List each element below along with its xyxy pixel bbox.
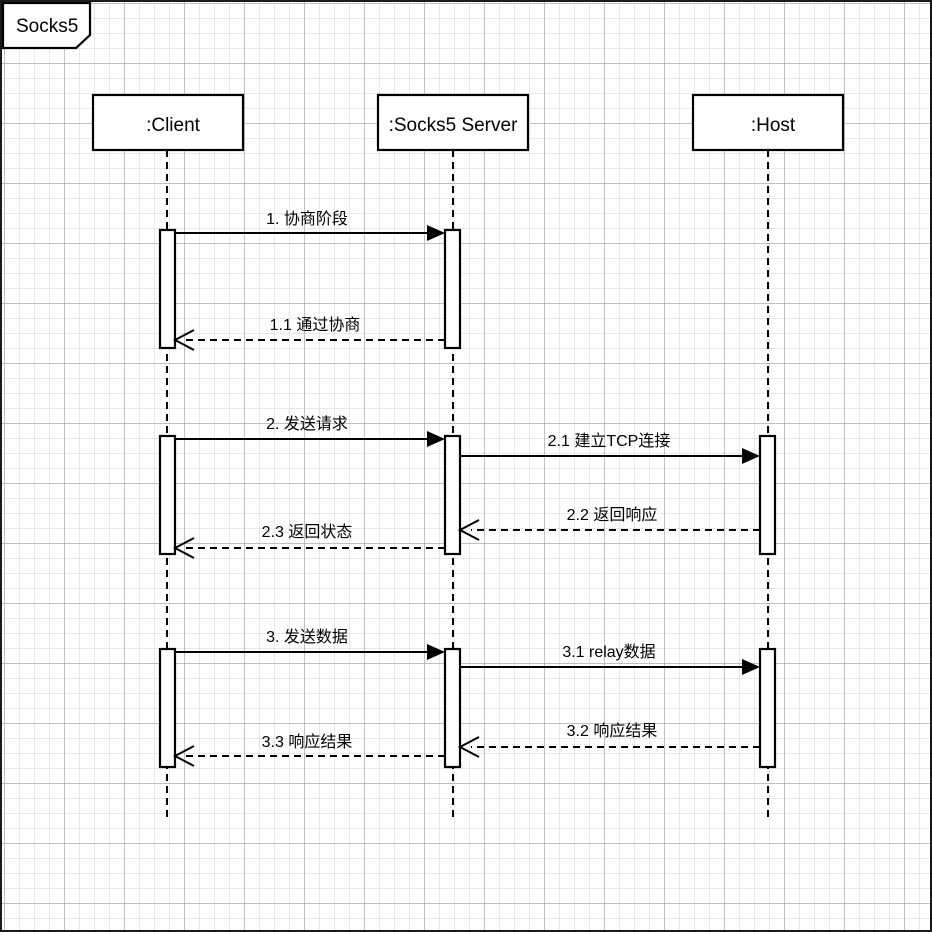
message-3-2-label: 3.2 响应结果 xyxy=(567,721,658,740)
lifeline-head-client[interactable]: :Client xyxy=(91,93,245,152)
message-3-1-arrowhead xyxy=(742,659,760,675)
message-1-arrowhead xyxy=(427,225,445,241)
message-2-2[interactable]: 2.2 返回响应 xyxy=(457,505,760,541)
message-1[interactable]: 1. 协商阶段 xyxy=(175,210,445,241)
message-3-3-arrowhead xyxy=(172,745,195,767)
message-1-1-arrowhead xyxy=(172,329,195,351)
message-3[interactable]: 3. 发送数据 xyxy=(175,628,445,660)
lifeline-label-client: :Client xyxy=(146,115,201,136)
frame-tab-shape xyxy=(2,2,92,50)
frame-tab-label: Socks5 xyxy=(16,16,78,37)
frame-tab: Socks5 xyxy=(2,2,92,50)
activation-server-1 xyxy=(443,228,462,350)
message-3-3-label: 3.3 响应结果 xyxy=(262,732,353,751)
activation-host-2 xyxy=(758,434,777,556)
activation-server-2 xyxy=(443,434,462,556)
message-1-1-label: 1.1 通过协商 xyxy=(270,316,361,334)
message-2-arrowhead xyxy=(427,431,445,447)
message-2-3-label: 2.3 返回状态 xyxy=(262,523,353,541)
message-3-1-label: 3.1 relay数据 xyxy=(562,643,655,661)
message-3-arrowhead xyxy=(427,644,445,660)
message-2-2-arrowhead xyxy=(457,519,480,541)
activation-server-3 xyxy=(443,647,462,769)
message-2-label: 2. 发送请求 xyxy=(266,415,348,433)
message-2-3[interactable]: 2.3 返回状态 xyxy=(172,523,445,559)
message-2-3-arrowhead xyxy=(172,537,195,559)
activation-client-3 xyxy=(158,647,177,769)
message-3-3[interactable]: 3.3 响应结果 xyxy=(172,732,445,767)
activation-host-3 xyxy=(758,647,777,769)
message-2-2-label: 2.2 返回响应 xyxy=(567,505,658,524)
message-3-2[interactable]: 3.2 响应结果 xyxy=(457,721,760,758)
lifeline-label-server: :Socks5 Server xyxy=(389,115,518,136)
message-3-label: 3. 发送数据 xyxy=(266,628,348,646)
message-2-1[interactable]: 2.1 建立TCP连接 xyxy=(460,432,760,464)
message-2-1-label: 2.1 建立TCP连接 xyxy=(548,432,671,450)
message-3-2-arrowhead xyxy=(457,736,480,758)
message-3-1[interactable]: 3.1 relay数据 xyxy=(460,643,760,675)
message-1-1[interactable]: 1.1 通过协商 xyxy=(172,316,445,351)
lifeline-box-host xyxy=(691,93,845,152)
lifeline-label-host: :Host xyxy=(751,115,796,136)
message-2[interactable]: 2. 发送请求 xyxy=(175,415,445,447)
activation-client-2 xyxy=(158,434,177,556)
activation-client-1 xyxy=(158,228,177,350)
lifeline-box-client xyxy=(91,93,245,152)
lifeline-head-server[interactable]: :Socks5 Server xyxy=(376,93,530,152)
message-2-1-arrowhead xyxy=(742,448,760,464)
message-1-label: 1. 协商阶段 xyxy=(266,210,348,228)
lifeline-head-host[interactable]: :Host xyxy=(691,93,845,152)
